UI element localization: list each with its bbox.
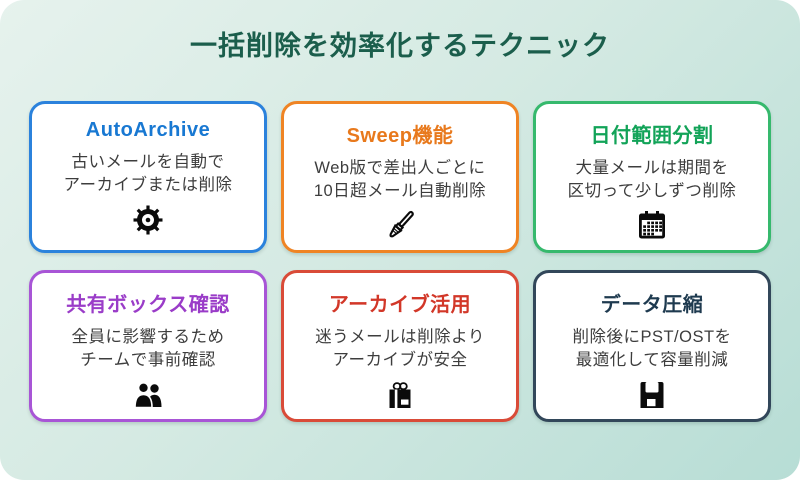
card-shared-mailbox: 共有ボックス確認 全員に影響するため チームで事前確認	[29, 270, 267, 422]
card-title: 共有ボックス確認	[66, 294, 230, 316]
description-line: 迷うメールは削除より	[315, 328, 485, 346]
card-description: 全員に影響するため チームで事前確認	[72, 326, 225, 373]
calendar-icon	[636, 209, 668, 243]
description-line: チームで事前確認	[80, 351, 216, 370]
card-title: アーカイブ活用	[328, 294, 472, 316]
description-line: Web版で差出人ごとに	[314, 159, 486, 177]
description-line: 削除後にPST/OSTを	[572, 328, 732, 346]
people-icon	[131, 378, 165, 412]
card-description: 大量メールは期間を 区切って少しずつ削除	[568, 157, 737, 204]
description-line: 古いメールを自動で	[71, 153, 225, 171]
card-title: AutoArchive	[85, 119, 211, 141]
card-grid: AutoArchive 古いメールを自動で アーカイブまたは削除	[29, 101, 771, 422]
gear-icon	[132, 203, 164, 237]
floppy-disk-icon	[636, 378, 668, 412]
card-description: Web版で差出人ごとに 10日超メール自動削除	[314, 157, 486, 204]
card-title: データ圧縮	[600, 294, 704, 316]
page-title: 一括削除を効率化するテクニック	[190, 31, 610, 61]
description-line: 大量メールは期間を	[575, 159, 729, 177]
card-title: Sweep機能	[346, 125, 454, 147]
card-description: 迷うメールは削除より アーカイブが安全	[315, 326, 485, 373]
description-line: 10日超メール自動削除	[313, 182, 487, 201]
card-archive: アーカイブ活用 迷うメールは削除より アーカイブが安全	[281, 270, 519, 422]
card-description: 削除後にPST/OSTを 最適化して容量削減	[572, 326, 731, 373]
description-line: アーカイブまたは削除	[63, 176, 233, 195]
description-line: 最適化して容量削減	[575, 351, 729, 370]
card-sweep: Sweep機能 Web版で差出人ごとに 10日超メール自動削除	[281, 101, 519, 253]
card-autoarchive: AutoArchive 古いメールを自動で アーカイブまたは削除	[29, 101, 267, 253]
card-title: 日付範囲分割	[590, 125, 714, 147]
gift-icon	[384, 378, 416, 412]
description-line: 区切って少しずつ削除	[567, 182, 737, 201]
description-line: 全員に影響するため	[71, 328, 225, 346]
card-date-range: 日付範囲分割 大量メールは期間を 区切って少しずつ削除	[533, 101, 771, 253]
paintbrush-icon	[383, 209, 417, 243]
description-line: アーカイブが安全	[332, 351, 468, 370]
card-description: 古いメールを自動で アーカイブまたは削除	[63, 151, 232, 198]
card-data-compaction: データ圧縮 削除後にPST/OSTを 最適化して容量削減	[533, 270, 771, 422]
